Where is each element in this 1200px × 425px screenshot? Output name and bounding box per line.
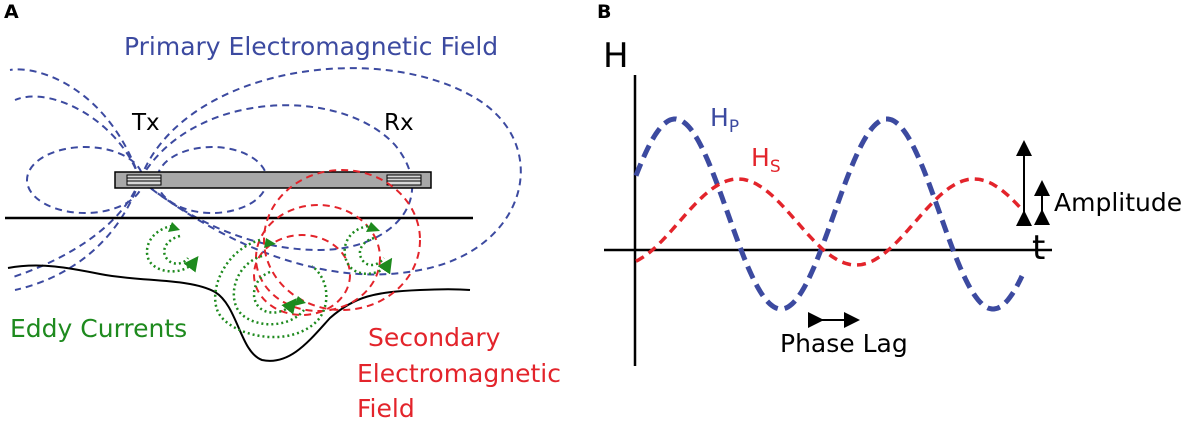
secondary-field-lines xyxy=(253,169,421,316)
panel-a-label: A xyxy=(4,1,19,23)
amplitude-label: Amplitude xyxy=(1054,188,1182,217)
eddy-arrow-1 xyxy=(168,222,180,232)
eddy-loop-left-inner xyxy=(163,234,190,265)
x-axis-label: t xyxy=(1032,228,1045,268)
instrument-boom xyxy=(114,171,432,189)
eddy-loop-right-outer xyxy=(343,224,393,275)
eddy-loop-center-inner xyxy=(252,270,297,315)
primary-loop-left-outer xyxy=(9,68,141,181)
eddy-loop-center-outer xyxy=(213,238,328,339)
eddy-arrow-3 xyxy=(264,238,276,248)
rx-coil-icon xyxy=(386,174,422,186)
hs-label-main: H xyxy=(751,143,770,172)
tx-coil-icon xyxy=(126,174,162,186)
primary-loop-right-mid xyxy=(139,104,414,252)
secondary-label-line2: Electromagnetic xyxy=(357,359,561,388)
hp-label-sub: P xyxy=(729,117,739,137)
primary-loop-right-outer xyxy=(139,67,522,276)
secondary-loop-middle xyxy=(255,204,381,312)
eddy-loop-left-outer xyxy=(145,224,199,273)
hp-label-main: H xyxy=(710,103,729,132)
tx-label: Tx xyxy=(131,110,160,136)
panel-a: A Primary Electromagnetic Field Tx Rx xyxy=(4,1,561,423)
eddy-arrowheads xyxy=(168,222,380,306)
y-axis-label: H xyxy=(603,36,629,76)
hs-label: HS xyxy=(751,143,781,177)
instrument-bar xyxy=(114,171,432,189)
secondary-loop-outer xyxy=(263,169,421,311)
eddy-current-loops xyxy=(145,224,393,339)
secondary-label-line1: Secondary xyxy=(368,323,501,352)
eddy-loop-right-inner xyxy=(358,236,386,267)
conductive-body-outline xyxy=(7,264,471,362)
hp-label: HP xyxy=(710,103,739,137)
secondary-loop-inner xyxy=(253,234,351,316)
secondary-label-line3: Field xyxy=(357,394,415,421)
primary-field-lines xyxy=(9,67,522,291)
rx-label: Rx xyxy=(384,110,414,136)
primary-loop-left-lowest xyxy=(14,179,141,291)
phase-lag-label: Phase Lag xyxy=(780,329,908,358)
hs-label-sub: S xyxy=(770,157,781,177)
primary-wave-hp xyxy=(633,116,1025,312)
primary-loop-left-mid xyxy=(14,95,141,181)
secondary-wave-hs xyxy=(635,177,1024,267)
eddy-currents-label: Eddy Currents xyxy=(10,314,187,343)
panel-b-label: B xyxy=(597,1,611,23)
eddy-arrow-4 xyxy=(294,296,306,306)
eddy-arrow-2 xyxy=(366,222,380,232)
primary-loop-left-lower xyxy=(9,179,141,279)
panel-b: B H t HP HS Amplitude Phase Lag xyxy=(597,1,1182,366)
primary-field-label: Primary Electromagnetic Field xyxy=(124,32,498,61)
